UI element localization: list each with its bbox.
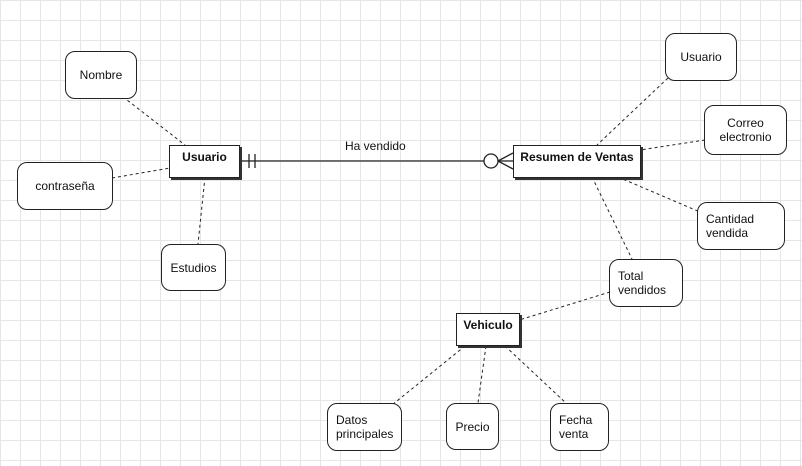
attribute-nombre[interactable]: Nombre <box>65 51 137 99</box>
crowfoot-line <box>497 152 514 162</box>
attribute-correo-electronio[interactable]: Correo electronio <box>704 105 787 155</box>
connector-fecha <box>504 345 568 405</box>
attribute-estudios[interactable]: Estudios <box>161 244 226 291</box>
connector-precio <box>477 345 487 404</box>
attribute-cantidad-vendida[interactable]: Cantidad vendida <box>697 202 785 250</box>
cardinality-zero-circle <box>483 153 499 169</box>
attribute-precio[interactable]: Precio <box>446 403 499 450</box>
connector-total-vehiculo <box>515 291 611 322</box>
connector-total <box>591 176 633 260</box>
connector-correo <box>639 139 706 151</box>
entity-resumen-de-ventas[interactable]: Resumen de Ventas <box>513 145 641 178</box>
attribute-usuario[interactable]: Usuario <box>665 33 737 81</box>
connector-nombre <box>117 92 186 146</box>
attribute-fecha-venta[interactable]: Fecha venta <box>550 403 609 451</box>
attribute-datos-principales[interactable]: Datos principales <box>327 403 402 451</box>
connector-cantidad <box>617 176 701 213</box>
connector-contrasena <box>111 167 171 179</box>
crowfoot-line <box>497 160 514 170</box>
attribute-contrasena[interactable]: contraseña <box>17 162 113 210</box>
connector-datos <box>391 345 466 406</box>
connector-estudios <box>197 176 206 245</box>
entity-usuario[interactable]: Usuario <box>169 145 240 178</box>
connector-usuario-attr <box>596 77 669 146</box>
attribute-total-vendidos[interactable]: Total vendidos <box>609 259 683 307</box>
relationship-label: Ha vendido <box>345 139 406 153</box>
entity-vehiculo[interactable]: Vehiculo <box>456 313 520 346</box>
